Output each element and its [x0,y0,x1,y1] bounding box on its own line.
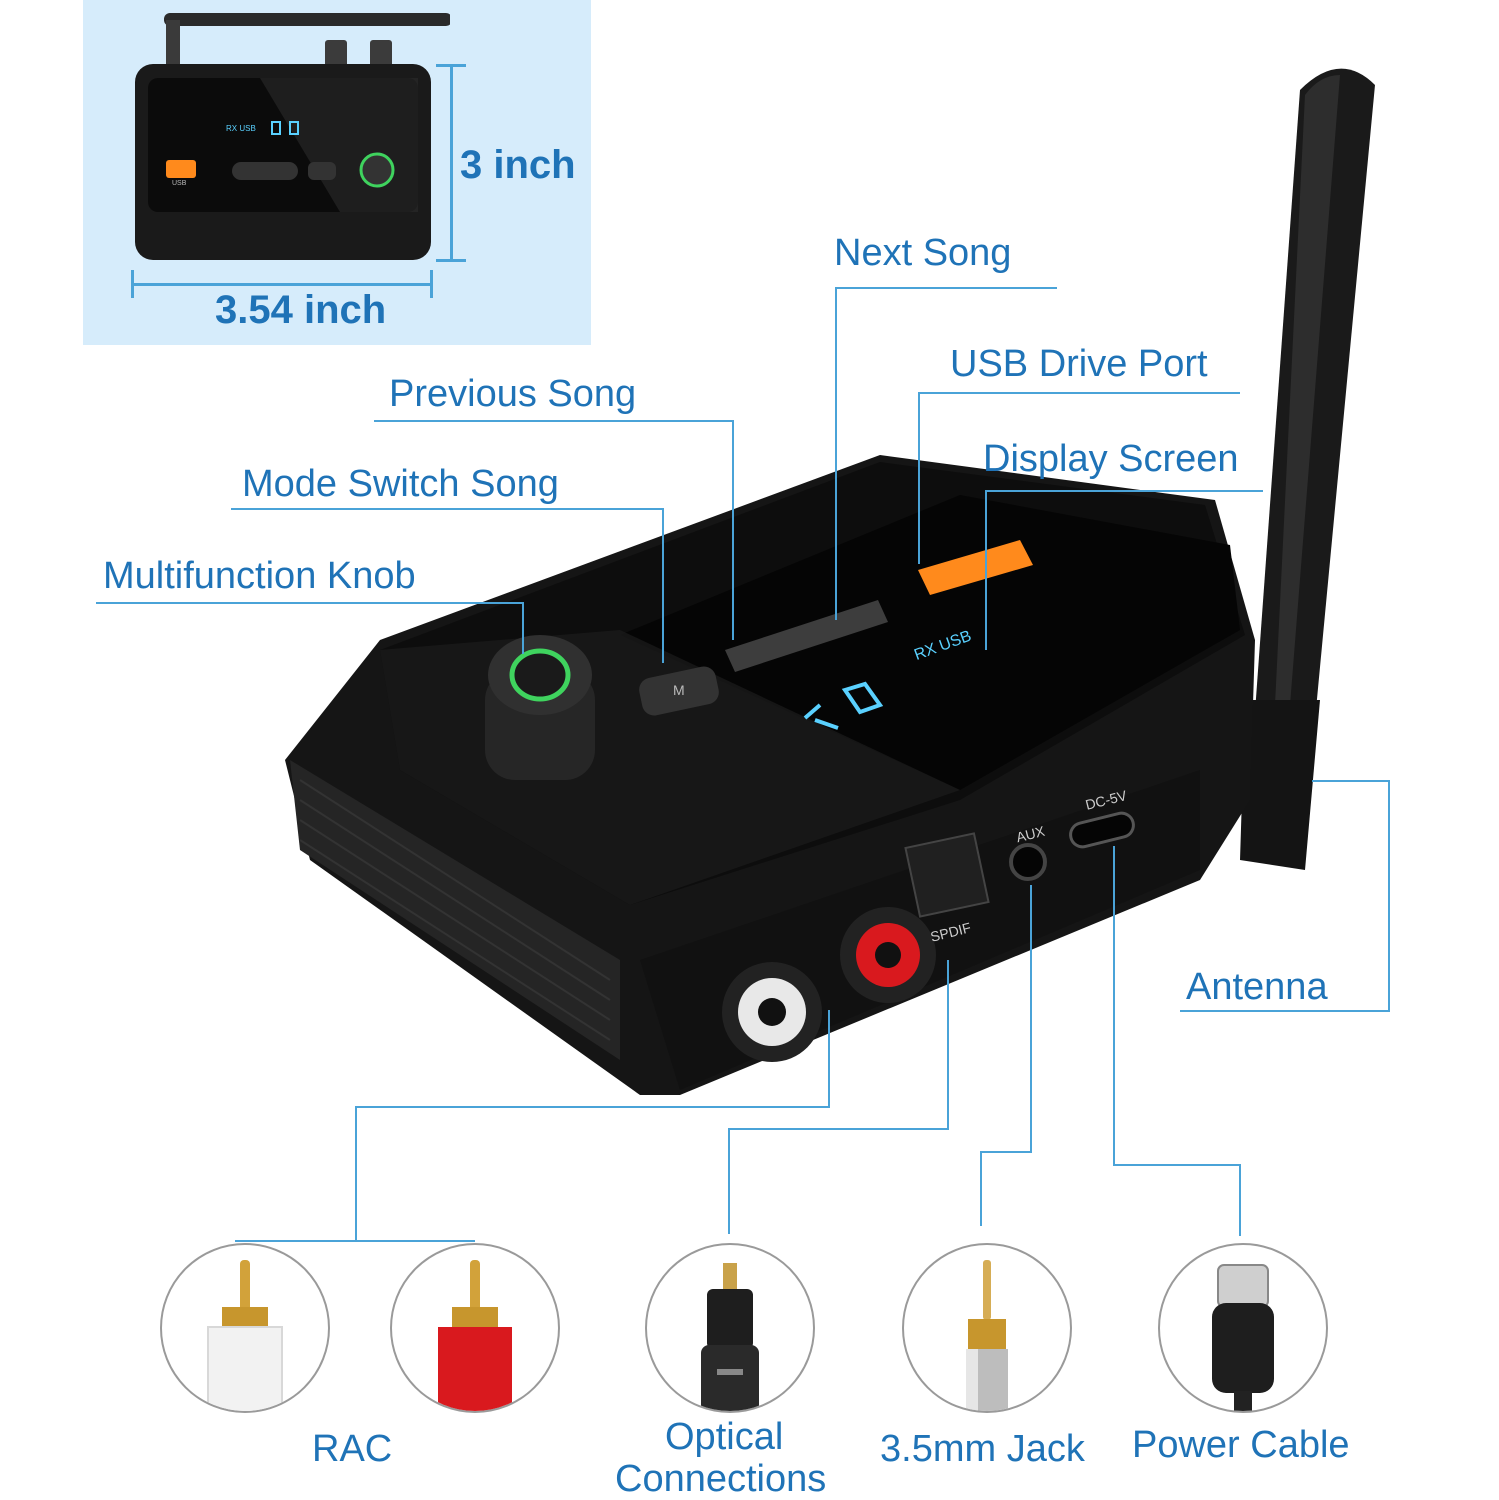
thumb-usb-text: USB [172,180,187,187]
leader-mode-h [231,508,664,510]
label-aux-jack: 3.5mm Jack [880,1428,1085,1470]
leader-previous-v [732,420,734,640]
leader-aux-h [980,1151,1032,1153]
label-optical-line2: Connections [615,1458,827,1500]
connector-optical [645,1243,815,1413]
leader-mode-v [662,508,664,663]
leader-display-h [985,490,1263,492]
leader-aux-v1 [1030,885,1032,1153]
leader-rca-h [355,1106,830,1108]
leader-optical-v1 [947,960,949,1130]
leader-next-song-h [835,287,1057,289]
leader-optical-h [728,1128,949,1130]
leader-previous-h [374,420,734,422]
leader-rca-v1 [828,1010,830,1107]
leader-display-v [985,490,987,650]
callout-previous-song: Previous Song [389,373,637,415]
label-rac: RAC [312,1428,393,1470]
label-optical-line1: Optical [665,1416,784,1458]
thumbnail-device: RX USB USB [130,0,450,270]
mode-button-label: M [673,682,685,698]
leader-power-h [1113,1164,1241,1166]
leader-usb-h [918,392,1240,394]
callout-next-song: Next Song [834,232,1012,274]
height-dim-cap-bottom [436,259,466,262]
height-dim-cap-top [436,64,466,67]
width-dim-line [133,283,431,286]
leader-antenna-h2 [1180,1010,1390,1012]
width-label: 3.54 inch [215,288,387,332]
connector-rca-white [160,1243,330,1413]
callout-multifunction-knob: Multifunction Knob [103,555,416,597]
leader-power-v1 [1113,846,1115,1166]
height-dim-line [450,65,453,262]
leader-power-v2 [1239,1164,1241,1236]
callout-mode-switch: Mode Switch Song [242,463,559,505]
leader-usb-v [918,392,920,564]
callout-usb-drive-port: USB Drive Port [950,343,1208,385]
callout-antenna: Antenna [1186,966,1328,1008]
leader-optical-v2 [728,1128,730,1234]
callout-display-screen: Display Screen [983,438,1239,480]
leader-knob-v [522,602,524,654]
width-dim-cap-left [131,270,134,298]
leader-rca-v2 [355,1106,357,1242]
thumb-mode-text: RX USB [226,124,256,133]
leader-antenna-v [1388,780,1390,1012]
height-label: 3 inch [460,143,576,187]
connector-aux-jack [902,1243,1072,1413]
label-power-cable: Power Cable [1132,1424,1350,1466]
leader-antenna-h1 [1312,780,1390,782]
leader-knob-h [96,602,524,604]
leader-rca-split [235,1240,475,1242]
width-dim-cap-right [430,270,433,298]
leader-aux-v2 [980,1151,982,1226]
leader-next-song-v [835,287,837,620]
connector-power-cable [1158,1243,1328,1413]
connector-rca-red [390,1243,560,1413]
